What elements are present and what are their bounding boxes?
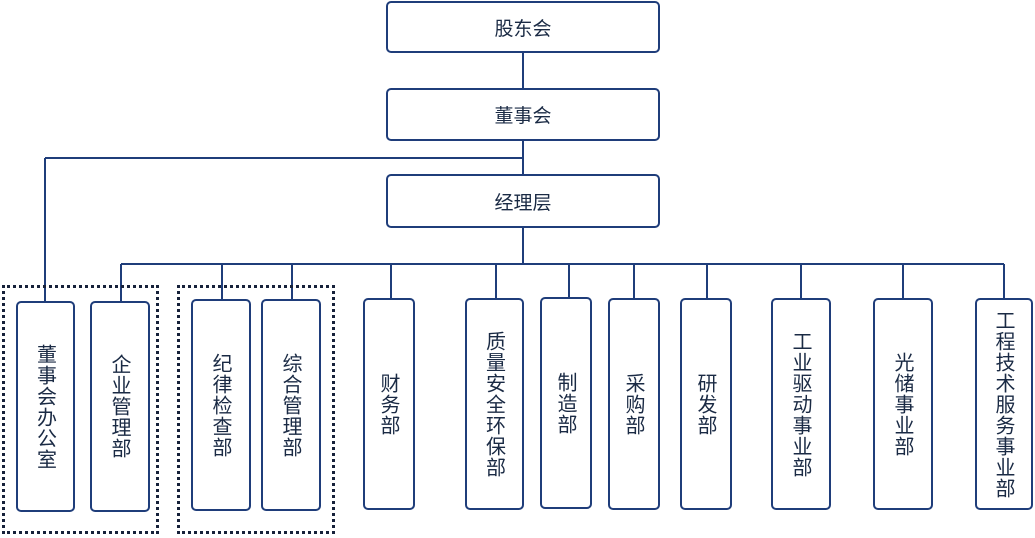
dept-industrial-drive: 工业驱动事业部 (771, 298, 831, 510)
dept-procurement: 采购部 (608, 298, 660, 510)
dotted-group-middle (177, 285, 335, 534)
dept-manufacturing: 制造部 (540, 297, 592, 509)
dept-finance: 财务部 (363, 298, 415, 510)
dept-enterprise-management: 企业管理部 (90, 301, 150, 512)
dept-general-management: 综合管理部 (261, 299, 321, 511)
node-shareholders: 股东会 (386, 1, 660, 53)
node-board: 董事会 (386, 88, 660, 141)
dept-pv-storage: 光储事业部 (873, 298, 933, 510)
dept-research-development: 研发部 (680, 298, 732, 510)
dept-board-office: 董事会办公室 (16, 301, 75, 512)
dotted-group-left (2, 285, 159, 534)
dept-discipline-inspection: 纪律检查部 (191, 299, 251, 511)
dept-quality-safety-environment: 质量安全环保部 (465, 298, 524, 510)
dept-engineering-services: 工程技术服务事业部 (975, 298, 1033, 510)
node-management: 经理层 (386, 174, 660, 228)
